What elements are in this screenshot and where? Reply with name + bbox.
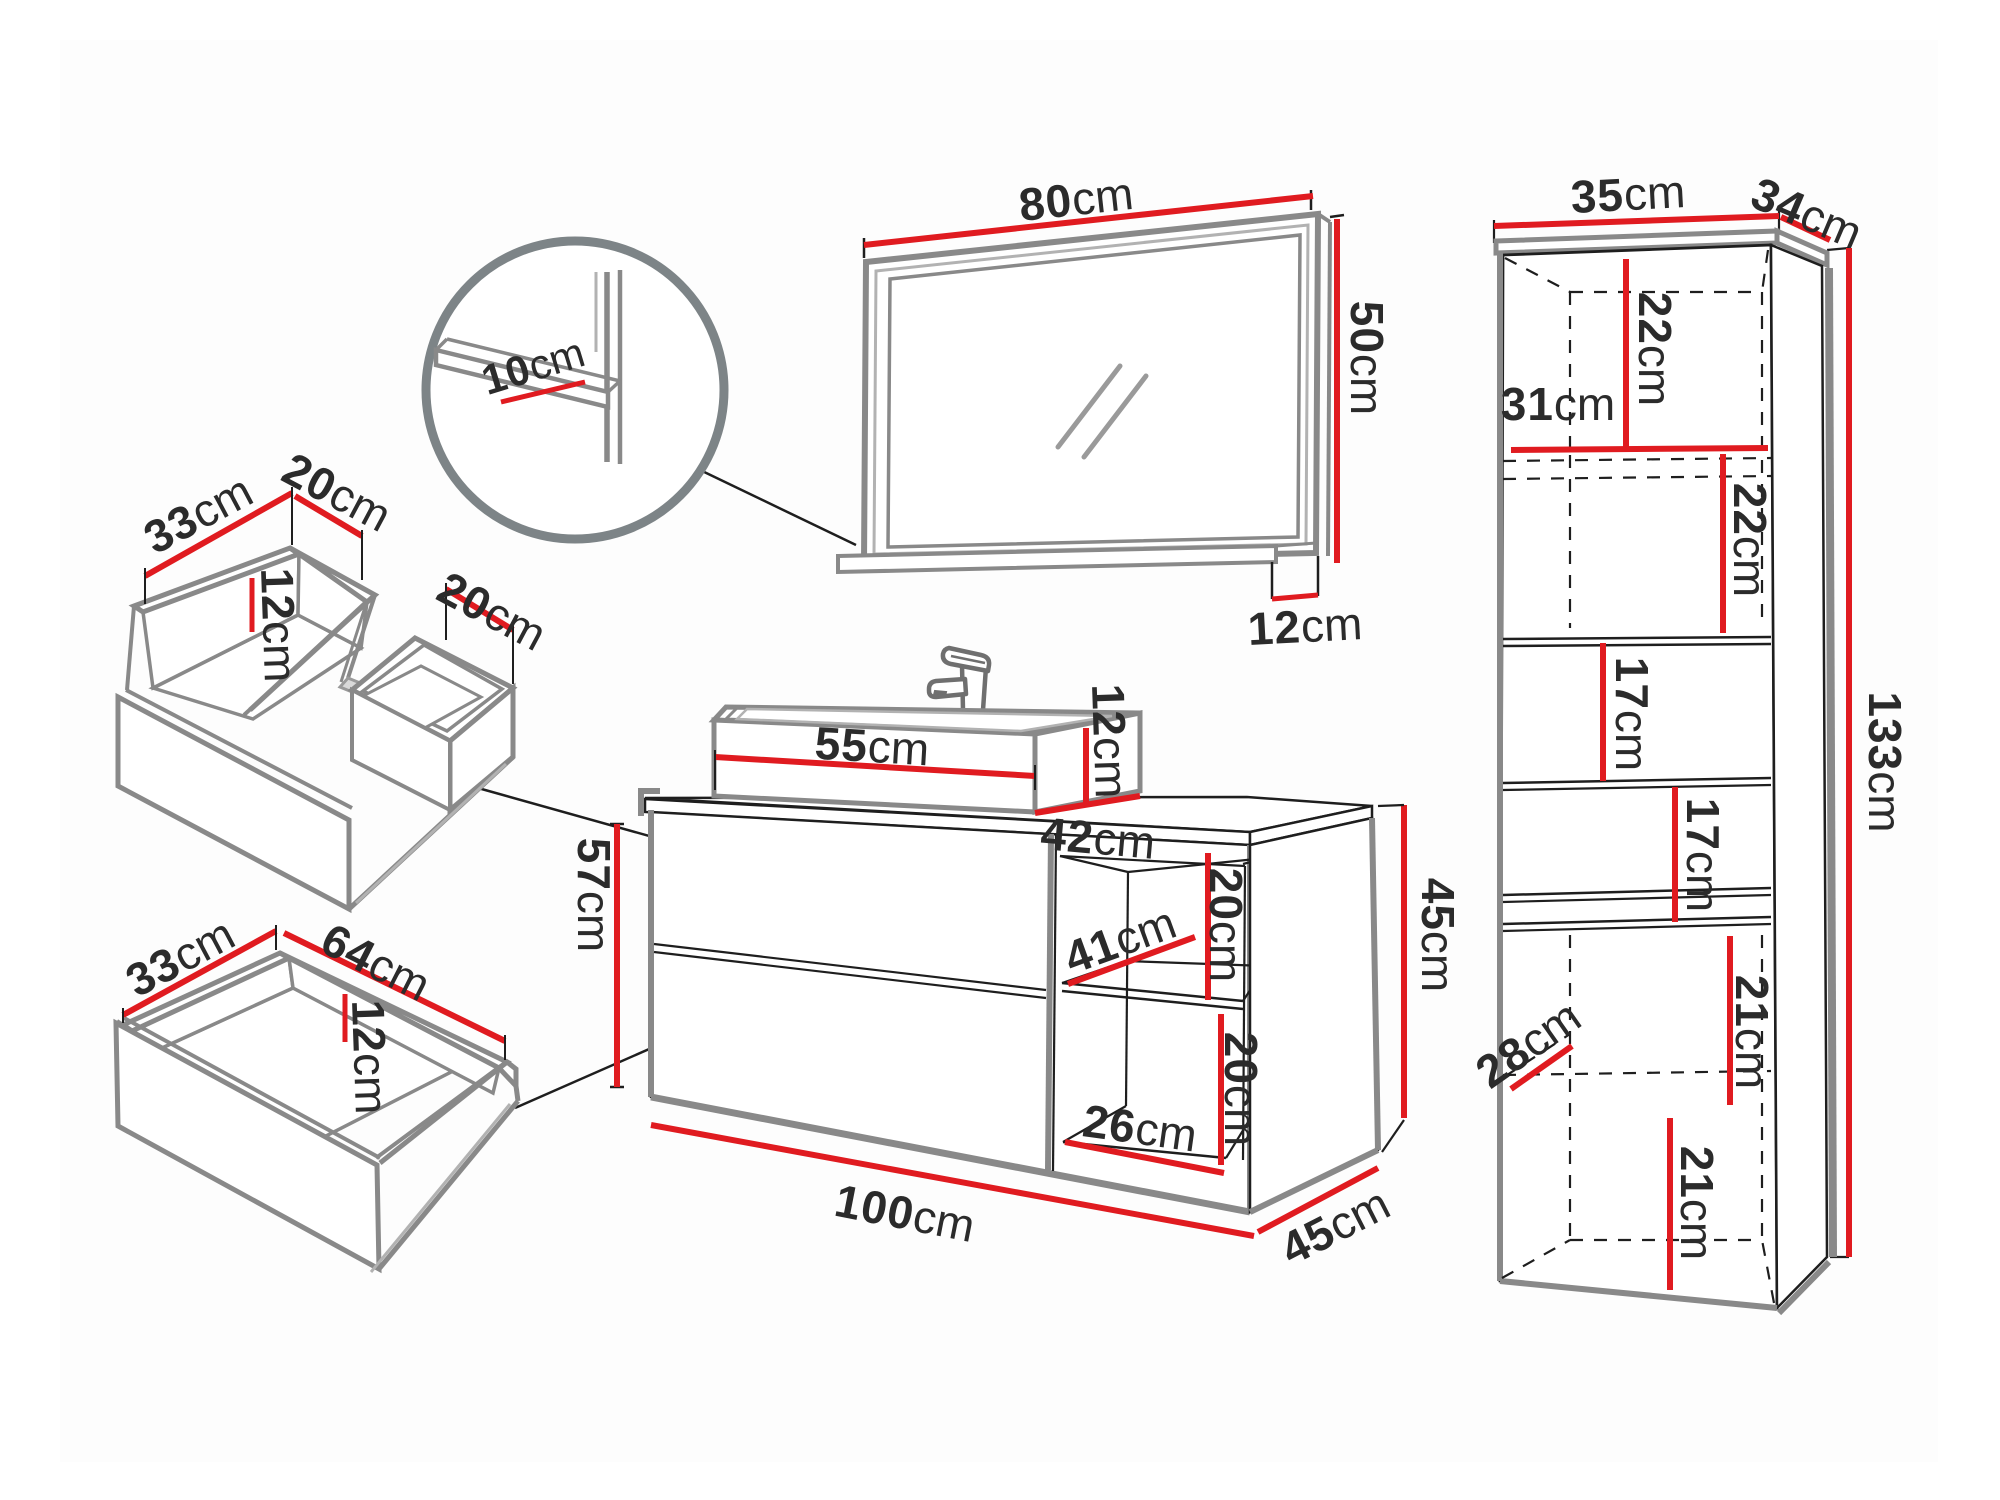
svg-text:31cm: 31cm	[1501, 378, 1616, 430]
svg-text:12cm: 12cm	[1082, 683, 1138, 799]
svg-text:80cm: 80cm	[1016, 167, 1136, 231]
svg-text:42cm: 42cm	[1039, 807, 1158, 869]
svg-text:22cm: 22cm	[1629, 292, 1681, 407]
svg-text:50cm: 50cm	[1341, 301, 1393, 416]
svg-text:22cm: 22cm	[1724, 483, 1776, 598]
svg-text:21cm: 21cm	[1671, 1146, 1723, 1261]
svg-text:55cm: 55cm	[813, 717, 930, 776]
svg-text:20cm: 20cm	[1200, 868, 1252, 983]
svg-text:45cm: 45cm	[1412, 878, 1464, 993]
svg-text:21cm: 21cm	[1726, 975, 1778, 1090]
svg-text:20cm: 20cm	[1215, 1032, 1267, 1147]
svg-text:17cm: 17cm	[1677, 798, 1729, 913]
svg-text:17cm: 17cm	[1606, 657, 1658, 772]
svg-text:35cm: 35cm	[1569, 165, 1686, 223]
svg-text:26cm: 26cm	[1080, 1094, 1201, 1161]
svg-text:100cm: 100cm	[831, 1174, 979, 1252]
svg-text:12cm: 12cm	[342, 999, 398, 1115]
svg-text:57cm: 57cm	[568, 838, 620, 953]
svg-text:12cm: 12cm	[1246, 597, 1363, 655]
svg-text:12cm: 12cm	[251, 567, 307, 683]
svg-text:133cm: 133cm	[1859, 691, 1911, 832]
